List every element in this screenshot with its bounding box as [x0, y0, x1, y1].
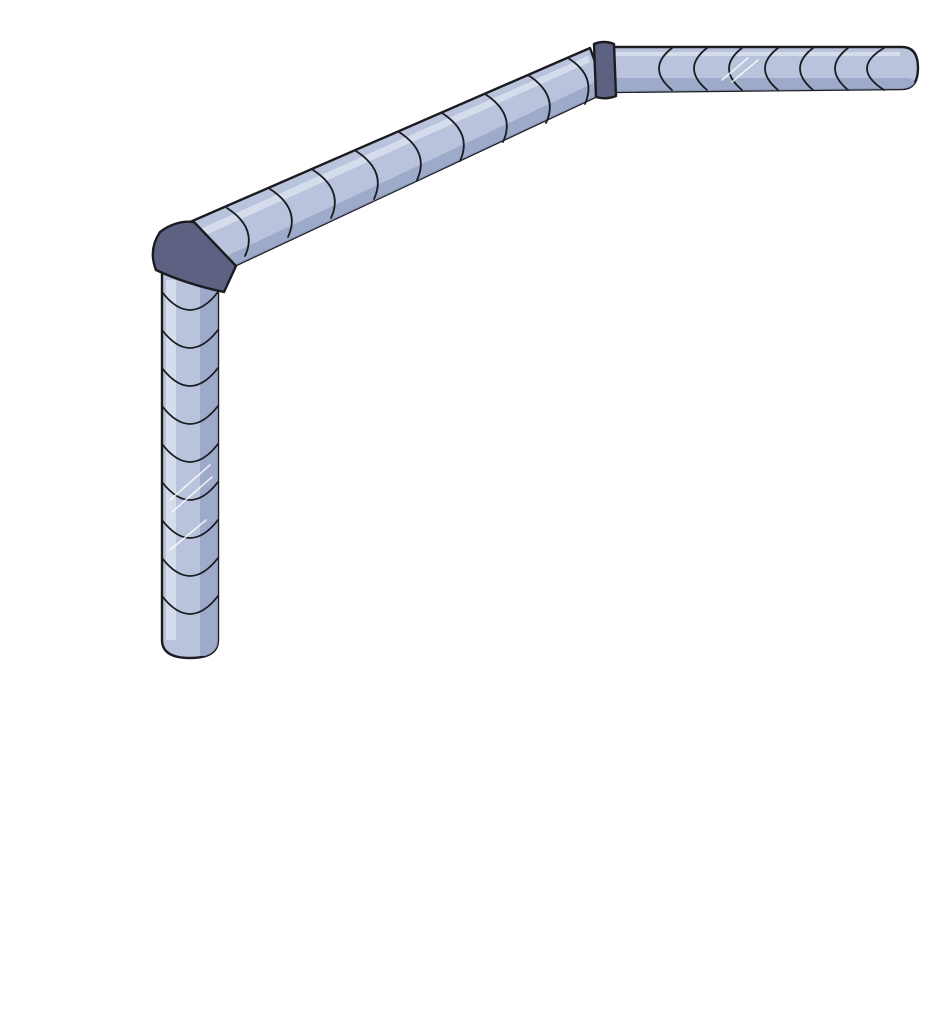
elbow-fitting — [151, 220, 238, 294]
diagonal-pipe-rings — [226, 57, 590, 257]
vertical-pipe-glints — [169, 464, 213, 551]
horizontal-pipe-rings — [658, 47, 885, 91]
vertical-pipe-rings — [161, 291, 219, 615]
diagonal-pipe-segment — [188, 46, 608, 270]
vertical-pipe-segment — [160, 266, 220, 660]
horizontal-pipe-segment — [608, 45, 920, 94]
horizontal-pipe-glints — [721, 57, 759, 83]
coupling-collar — [592, 40, 618, 100]
